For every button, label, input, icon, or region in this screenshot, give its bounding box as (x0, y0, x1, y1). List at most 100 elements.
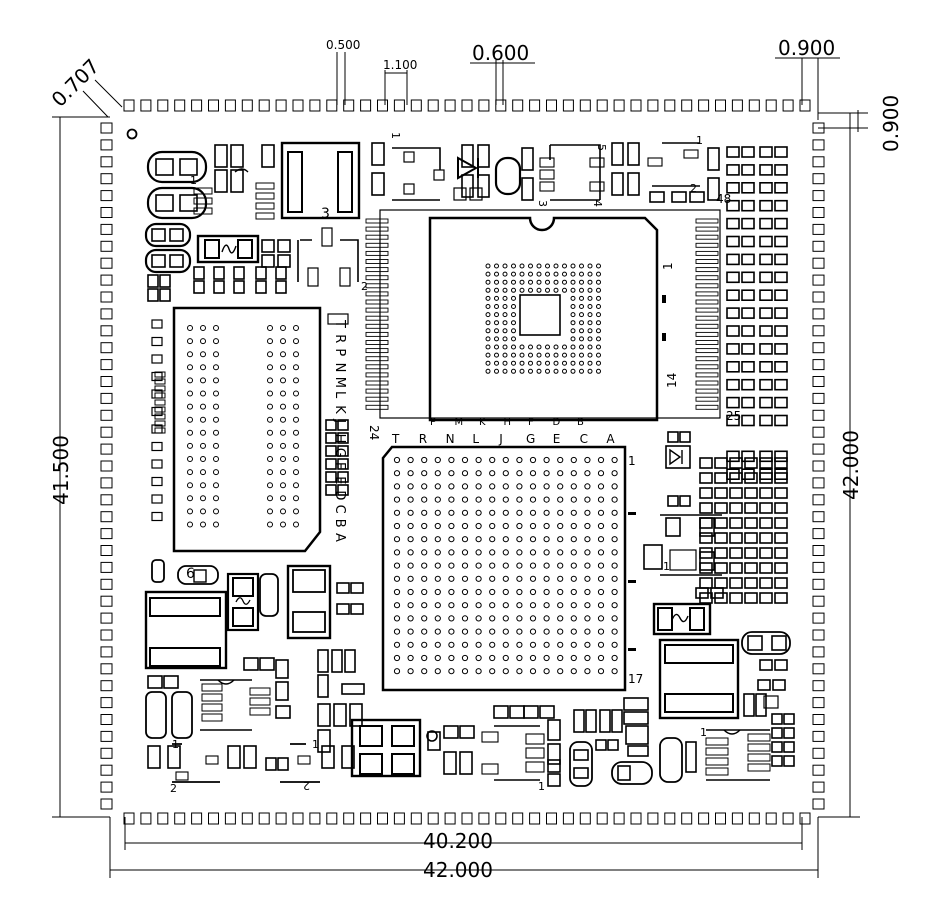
passive-0402 (726, 325, 740, 337)
passive-0402 (741, 360, 755, 373)
bga-top-col-label: D (553, 417, 561, 428)
bga-ball (570, 496, 577, 503)
bga-ball (448, 470, 455, 477)
bga-ball (421, 496, 428, 503)
bga-ball (407, 470, 414, 477)
edge-pad-left (100, 545, 113, 556)
bga-ball (545, 360, 550, 366)
passive-0402 (714, 472, 728, 484)
bga-top-right-pin (695, 259, 719, 264)
pin (193, 569, 207, 583)
edge-pad-top (292, 99, 304, 112)
capacitor (193, 280, 205, 294)
ddr-ball (280, 495, 286, 502)
bga-ball (494, 312, 499, 318)
bga-ball (489, 602, 496, 609)
edge-pad-top (191, 99, 203, 112)
ic-pin (705, 767, 729, 776)
ddr-ball (280, 416, 286, 423)
bga-bottom-col-label: L (472, 432, 479, 446)
bga-ball (421, 483, 428, 490)
passive-0402 (699, 577, 713, 589)
dim-1100: 1.100 (383, 58, 417, 72)
bga-ball (562, 368, 567, 374)
edge-pad-left (100, 240, 113, 252)
edge-pad-bottom (748, 812, 760, 825)
bga-ball (611, 496, 618, 503)
bga-ball (570, 368, 576, 374)
edge-pad-top (461, 99, 473, 112)
passive (774, 659, 788, 671)
passive (350, 582, 364, 594)
passive (336, 603, 350, 615)
bga-ball (579, 263, 584, 269)
bga-ball (434, 615, 441, 622)
ic-pin (705, 747, 729, 756)
bga-top-right-pin (695, 234, 719, 240)
bga-ball (489, 470, 496, 477)
bga-ball (570, 602, 577, 609)
bga-ball (421, 641, 428, 648)
passive-0402 (759, 325, 773, 337)
bga-ball (529, 456, 537, 464)
edge-pad-right (812, 274, 825, 286)
edge-pad-bottom (782, 812, 794, 825)
dim-42000-bottom: 42.000 (423, 858, 493, 882)
ddr-ball (187, 442, 193, 449)
bga-ball (502, 470, 509, 477)
ddr-ball (200, 442, 206, 449)
bga-ball (596, 295, 601, 301)
edge-pad-right (812, 156, 825, 168)
pin (525, 761, 545, 773)
bga-ball (489, 641, 496, 648)
bga-ball (516, 496, 523, 503)
passive (325, 458, 337, 470)
bga-ball (584, 549, 591, 556)
bga-top-left-pin (365, 283, 389, 289)
passive-0402 (774, 562, 788, 574)
bga-ball (584, 509, 591, 516)
bga-ball (570, 336, 576, 342)
bga-ball (393, 588, 401, 596)
edge-pad-bottom (224, 812, 236, 825)
label-sot-1: 1 (389, 132, 402, 139)
edge-pad-right (812, 443, 825, 455)
regulator-notch (217, 679, 235, 685)
edge-pad-bottom (765, 812, 777, 825)
qfn-pad (359, 725, 383, 747)
bga-ball (570, 549, 577, 556)
passive (771, 741, 783, 753)
bga-ball (485, 287, 491, 293)
ddr-ball (213, 364, 219, 371)
ddr-row-label: M (332, 377, 347, 388)
edge-pad-left (100, 646, 113, 658)
edge-pad-bottom (140, 812, 152, 825)
bga-ball (587, 360, 593, 366)
bga-ball (570, 509, 577, 516)
edge-pad-top (393, 99, 405, 112)
bga-ball (529, 483, 537, 490)
bga-ball (570, 562, 577, 569)
bga-ball (611, 668, 618, 675)
bga-ball (489, 575, 496, 582)
bga-ball (516, 536, 523, 543)
bga-ball (489, 549, 496, 556)
bga-ball (570, 279, 576, 285)
edge-pad-left (100, 409, 113, 421)
passive (509, 705, 525, 719)
bga-ball (611, 588, 618, 596)
bga-top-left-pin (365, 364, 389, 370)
bga-ball (597, 668, 605, 675)
pin1-marker (426, 730, 438, 742)
pin (647, 157, 663, 167)
bga-ball (529, 509, 537, 516)
ddr-ball (293, 416, 299, 423)
edge-pad-right (812, 173, 825, 185)
capacitor (159, 288, 171, 302)
inductor-pad (337, 151, 353, 213)
passive (547, 773, 561, 787)
capacitor-pad (151, 254, 166, 268)
bga-ball (611, 483, 618, 490)
bga-ball (553, 360, 559, 366)
bga-ball (475, 628, 482, 635)
